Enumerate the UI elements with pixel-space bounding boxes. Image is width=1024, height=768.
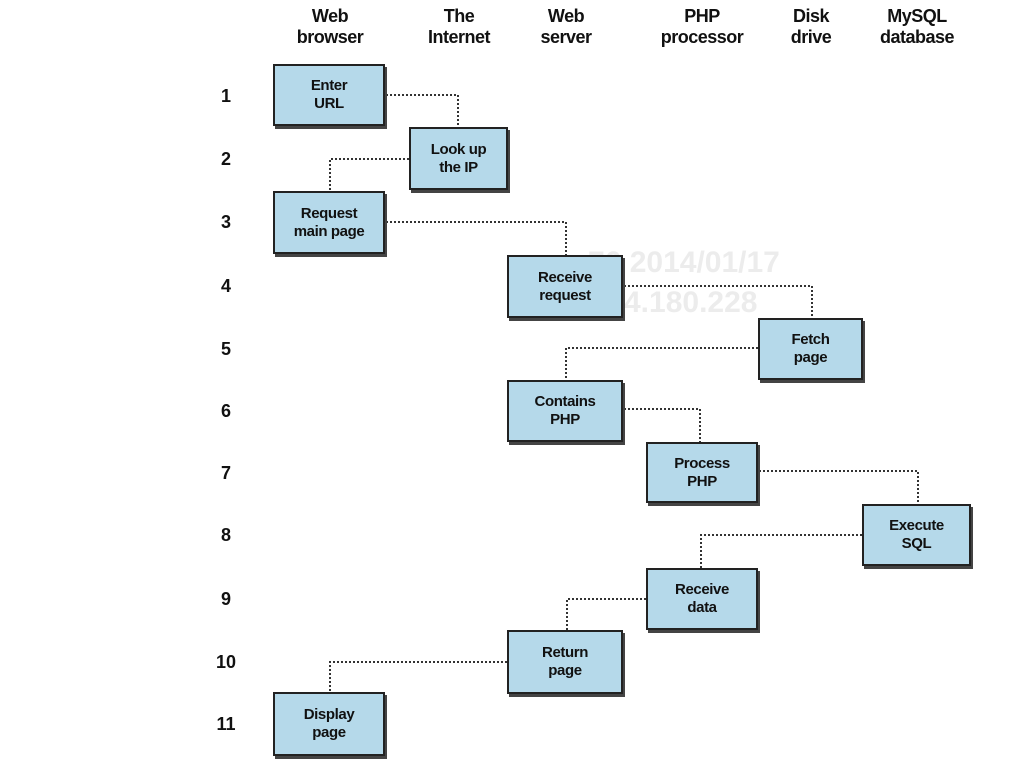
column-header-line: database [879, 27, 955, 47]
step-receive-request: Receive request [507, 255, 623, 318]
column-header-line: Disk [792, 6, 830, 26]
column-header-php-processor: PHP processor [642, 6, 762, 48]
step-display-page: Display page [273, 692, 385, 756]
connector-receive-data-to-return-page [566, 598, 646, 630]
step-request-main-page: Request main page [273, 191, 385, 254]
step-label-line: data [687, 599, 717, 616]
step-contains-php: Contains PHP [507, 380, 623, 442]
row-number: 8 [220, 525, 231, 545]
row-number: 11 [216, 714, 236, 734]
row-number: 3 [220, 212, 231, 232]
step-return-page: Return page [507, 630, 623, 694]
step-fetch-page: Fetch page [758, 318, 863, 380]
connector-return-page-to-display-page [329, 661, 507, 692]
step-label-line: page [548, 662, 582, 679]
column-header-line: The [443, 6, 475, 26]
row-number: 1 [220, 86, 231, 106]
connector-fetch-page-to-contains-php [565, 347, 758, 380]
step-label-line: Request [300, 204, 358, 222]
column-header-line: Internet [427, 27, 491, 47]
step-label-line: Look up [430, 140, 487, 158]
watermark-line: 4.180.228 [624, 286, 758, 319]
step-label-line: Receive [538, 268, 592, 286]
step-label-line: Enter [310, 77, 348, 94]
step-label-line: the IP [439, 158, 478, 176]
step-receive-data: Receive data [646, 568, 758, 630]
step-label-line: Display [303, 706, 355, 723]
column-header-line: server [540, 27, 592, 47]
step-enter-url: Enter URL [273, 64, 385, 126]
step-label-line: Execute [889, 517, 944, 534]
column-header-line: Web [311, 6, 349, 26]
column-header-line: Web [547, 6, 585, 26]
column-header-web-server: Web server [506, 6, 626, 48]
row-number: 5 [220, 339, 231, 359]
step-label-line: Contains [534, 393, 596, 410]
step-label-line: PHP [687, 472, 717, 490]
column-header-line: browser [296, 27, 364, 47]
row-number: 9 [220, 589, 231, 609]
connector-receive-request-to-fetch-page [624, 285, 813, 318]
row-number: 4 [220, 276, 231, 296]
row-number: 10 [215, 652, 237, 672]
row-number: 2 [220, 149, 231, 169]
connector-enter-url-to-look-up-ip [386, 94, 459, 127]
step-label-line: Receive [675, 581, 729, 598]
step-label-line: URL [314, 95, 344, 112]
connector-look-up-ip-to-request-main-page [329, 158, 409, 191]
step-label-line: page [312, 724, 346, 741]
column-header-mysql-database: MySQL database [857, 6, 977, 48]
connector-process-php-to-execute-sql [759, 470, 919, 504]
column-header-line: PHP [684, 6, 720, 26]
step-look-up-ip: Look up the IP [409, 127, 508, 190]
column-header-web-browser: Web browser [270, 6, 390, 48]
connector-contains-php-to-process-php [624, 408, 701, 442]
step-label-line: Process [674, 454, 730, 472]
step-label-line: Fetch [791, 331, 830, 348]
connector-request-main-page-to-receive-request [386, 221, 567, 255]
step-label-line: SQL [901, 535, 932, 552]
column-header-the-internet: The Internet [399, 6, 519, 48]
step-label-line: request [539, 286, 591, 304]
row-number: 7 [220, 463, 231, 483]
column-header-disk-drive: Disk drive [751, 6, 871, 48]
step-label-line: PHP [550, 411, 580, 428]
step-label-line: main page [293, 222, 365, 240]
column-header-line: drive [790, 27, 832, 47]
row-number: 6 [220, 401, 231, 421]
step-label-line: Return [542, 644, 588, 661]
watermark: 4.180.228 [624, 286, 757, 320]
step-process-php: Process PHP [646, 442, 758, 503]
connector-execute-sql-to-receive-data [700, 534, 862, 568]
column-header-line: processor [660, 27, 744, 47]
column-header-line: MySQL [887, 6, 947, 26]
step-execute-sql: Execute SQL [862, 504, 971, 566]
step-label-line: page [793, 349, 828, 366]
